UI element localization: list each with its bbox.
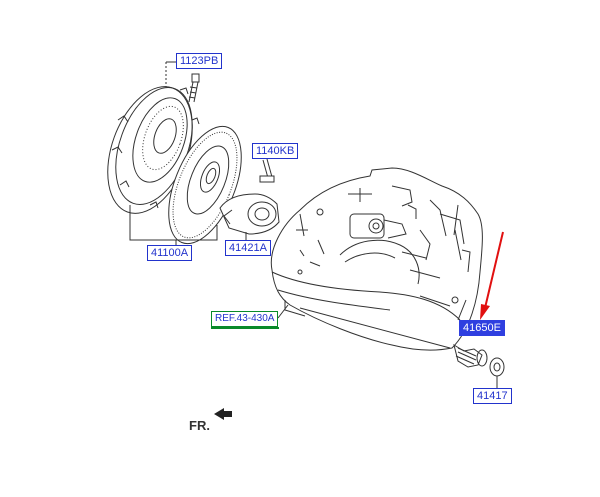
transmission-detail-lines [271, 185, 471, 349]
ref-underline [211, 327, 279, 329]
front-direction-label: FR. [189, 418, 210, 433]
label-1123pb: 1123PB [176, 53, 223, 69]
label-1140kb: 1140KB [252, 143, 299, 159]
bolt-1123pb-part [165, 61, 200, 103]
release-cylinder-part [219, 193, 280, 235]
label-41421a: 41421A [225, 240, 271, 256]
label-41417: 41417 [473, 388, 512, 404]
speed-sensor-part [453, 343, 488, 368]
ref-leader-line [277, 304, 289, 319]
pointer-arrow [480, 231, 504, 320]
clutch-cover-part [107, 86, 200, 214]
bolt-1140kb-part [259, 158, 275, 183]
ref-label-43-430a[interactable]: REF.43-430A [211, 311, 279, 327]
label-41100a: 41100A [147, 245, 193, 261]
front-arrow-icon [214, 408, 232, 420]
label-41650e: 41650E [459, 320, 505, 336]
transmission-housing-part [270, 167, 483, 351]
